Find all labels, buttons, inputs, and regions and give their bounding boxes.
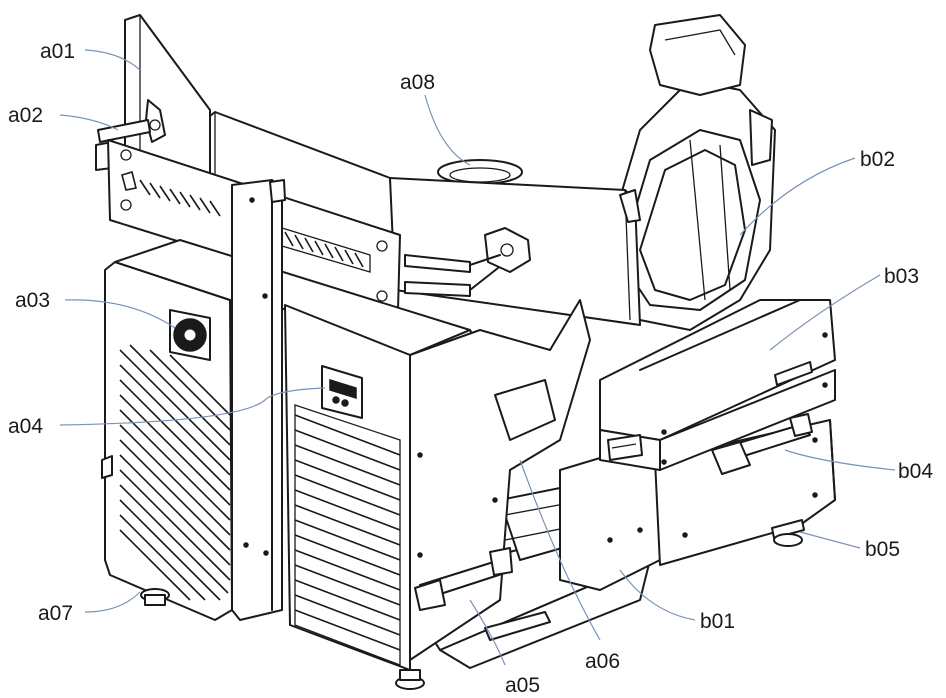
leader-b02 xyxy=(739,157,856,236)
label-a03: a03 xyxy=(15,289,50,312)
label-b03: b03 xyxy=(884,265,919,288)
leader-a06 xyxy=(519,459,601,641)
right-monitor xyxy=(389,177,641,326)
cooling-fan-a03 xyxy=(169,309,211,361)
leader-a08 xyxy=(424,94,471,166)
control-panel-a04 xyxy=(321,365,363,419)
seat-pedestal-b05 xyxy=(654,419,836,566)
label-b04: b04 xyxy=(898,460,933,483)
leader-a07 xyxy=(84,591,141,613)
label-a02: a02 xyxy=(8,104,43,127)
pedal-rod-a05 xyxy=(414,547,513,611)
right-vent-grill xyxy=(294,414,401,651)
leader-b01 xyxy=(619,569,696,621)
leader-b04 xyxy=(784,449,896,471)
part-labels: a01 a02 a03 a04 a05 a06 a07 a08 b01 b02 … xyxy=(8,40,933,697)
label-a08: a08 xyxy=(400,71,435,94)
leader-b03 xyxy=(769,274,881,351)
label-a04: a04 xyxy=(8,415,43,438)
center-post xyxy=(231,179,286,621)
left-vent-grill xyxy=(119,344,231,601)
leader-a05 xyxy=(469,599,506,666)
main-cabinet xyxy=(101,239,591,690)
label-a07: a07 xyxy=(38,602,73,625)
leader-a04 xyxy=(59,387,326,426)
leader-b05 xyxy=(799,531,861,549)
label-a01: a01 xyxy=(40,40,75,63)
leader-a01 xyxy=(84,49,141,71)
leader-lines xyxy=(59,49,896,666)
label-b02: b02 xyxy=(860,148,895,171)
leader-a03 xyxy=(64,299,176,329)
label-b05: b05 xyxy=(865,538,900,561)
label-a06: a06 xyxy=(585,650,620,673)
label-a05: a05 xyxy=(505,674,540,697)
slide-rail-b04 xyxy=(711,413,813,475)
leader-a02 xyxy=(59,114,119,131)
seat-cushion-b03 xyxy=(599,299,836,471)
label-b01: b01 xyxy=(700,610,735,633)
